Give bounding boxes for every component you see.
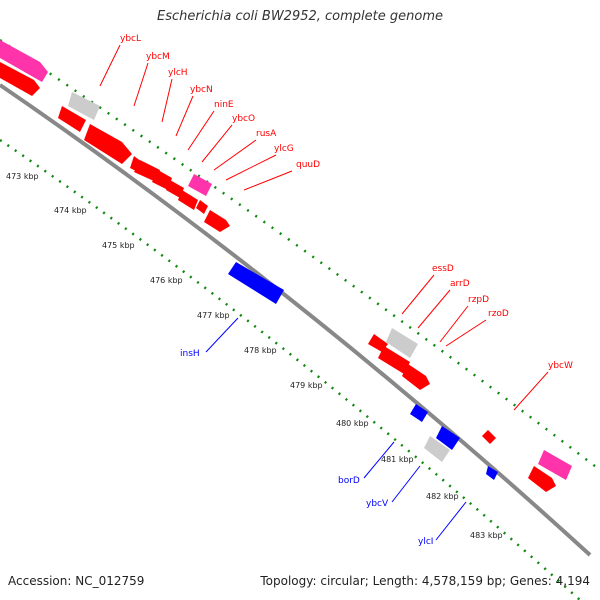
gene-label[interactable]: insH — [180, 349, 200, 359]
gene-label[interactable]: rusA — [256, 129, 277, 139]
gene-feature[interactable] — [528, 466, 556, 492]
topology-text: Topology: circular; Length: 4,578,159 bp… — [260, 574, 590, 588]
accession-text: Accession: NC_012759 — [8, 574, 145, 588]
gene-feature[interactable] — [0, 62, 40, 96]
gene-feature[interactable] — [436, 426, 460, 450]
gene-feature[interactable] — [482, 430, 496, 444]
reverse-label-leaders — [205, 317, 467, 541]
kbp-label: 479 kbp — [290, 381, 323, 390]
kbp-label: 476 kbp — [150, 276, 183, 285]
gene-feature[interactable] — [134, 160, 160, 182]
outer-tick-track — [0, 38, 600, 471]
map-title: Escherichia coli BW2952, complete genome — [157, 9, 443, 24]
gene-feature[interactable] — [178, 190, 198, 210]
gene-feature[interactable] — [402, 364, 430, 390]
kbp-label: 475 kbp — [102, 241, 135, 250]
gene-feature[interactable] — [368, 334, 388, 352]
gene-feature[interactable] — [378, 346, 410, 374]
reverse-gene-labels: insH borD ybcV ylcI — [180, 349, 433, 547]
gene-label[interactable]: ylcH — [168, 68, 188, 78]
kbp-label: 478 kbp — [244, 346, 277, 355]
gene-feature[interactable] — [386, 328, 418, 358]
gene-feature[interactable] — [538, 450, 572, 480]
gene-feature[interactable] — [196, 200, 208, 214]
gene-feature[interactable] — [152, 170, 172, 190]
reverse-genes — [228, 262, 498, 480]
gene-label[interactable]: quuD — [296, 160, 320, 170]
gene-label[interactable]: ybcW — [548, 361, 573, 371]
gene-label[interactable]: essD — [432, 264, 454, 274]
gene-label[interactable]: rzoD — [488, 309, 509, 319]
gene-feature[interactable] — [424, 436, 450, 462]
gene-feature[interactable] — [228, 262, 284, 304]
kbp-label: 474 kbp — [54, 206, 87, 215]
gene-label[interactable]: ybcL — [120, 34, 141, 44]
gene-label[interactable]: ybcM — [146, 52, 170, 62]
gene-label[interactable]: borD — [338, 476, 360, 486]
gene-label[interactable]: rzpD — [468, 295, 489, 305]
forward-gene-labels: ybcL ybcM ylcH ybcN ninE ybcO rusA ylcG … — [120, 34, 573, 371]
kbp-label: 483 kbp — [470, 531, 503, 540]
gene-feature[interactable] — [410, 404, 428, 422]
gene-label[interactable]: ninE — [214, 100, 234, 110]
gene-feature[interactable] — [0, 40, 48, 82]
forward-genes — [0, 40, 572, 492]
gene-feature[interactable] — [486, 466, 498, 480]
kbp-label: 482 kbp — [426, 492, 459, 501]
gene-feature[interactable] — [166, 180, 184, 198]
gene-feature[interactable] — [68, 92, 100, 120]
gene-label[interactable]: ybcO — [232, 114, 255, 124]
gene-feature[interactable] — [58, 106, 86, 132]
gene-feature[interactable] — [204, 210, 230, 232]
kbp-label: 473 kbp — [6, 172, 39, 181]
gene-label[interactable]: ylcI — [418, 537, 433, 547]
gene-label[interactable]: ylcG — [274, 144, 294, 154]
gene-feature[interactable] — [188, 174, 212, 196]
gene-feature[interactable] — [84, 124, 132, 164]
kbp-label: 481 kbp — [381, 455, 414, 464]
gene-label[interactable]: ybcV — [366, 499, 389, 509]
gene-label[interactable]: ybcN — [190, 85, 213, 95]
forward-label-leaders — [99, 44, 549, 411]
kbp-label: 480 kbp — [336, 419, 369, 428]
kbp-label: 477 kbp — [197, 311, 230, 320]
kbp-labels: 473 kbp 474 kbp 475 kbp 476 kbp 477 kbp … — [6, 172, 503, 540]
genome-backbone — [0, 83, 592, 557]
gene-label[interactable]: arrD — [450, 279, 470, 289]
